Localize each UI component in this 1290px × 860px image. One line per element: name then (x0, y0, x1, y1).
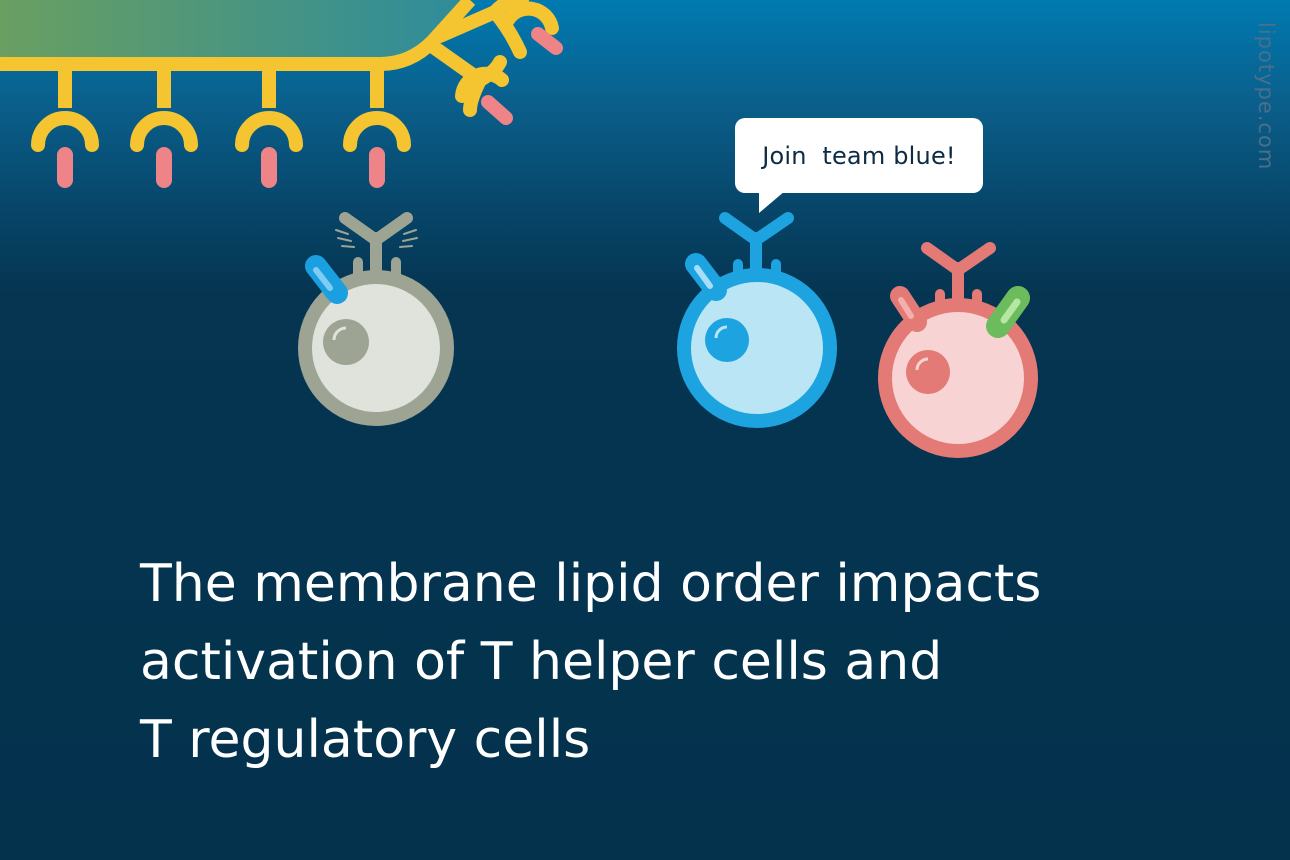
headline-line-2: activation of T helper cells and (140, 632, 943, 692)
speech-bubble-text: Join team blue! (762, 141, 956, 170)
antigen-presenting-cell-body (0, 0, 470, 64)
t-cell-red-nucleus (906, 350, 950, 394)
branch-antigen-lower (481, 95, 513, 125)
motion-lines (335, 229, 418, 248)
t-cell-red (878, 242, 1038, 458)
headline-line-1: The membrane lipid order impacts (140, 554, 1042, 614)
t-cell-blue-receptor (719, 212, 794, 246)
t-cell-gray-nucleus (323, 319, 369, 365)
t-cell-gray-receptor (339, 212, 413, 246)
t-cell-blue-nucleus (705, 318, 749, 362)
mhc-receptor-3 (235, 64, 303, 188)
t-cell-red-body (878, 298, 1038, 458)
t-cell-blue-body (677, 268, 837, 428)
t-cell-blue (677, 212, 837, 428)
speech-bubble: Join team blue! (735, 118, 983, 213)
branch-receptor-upper (501, 1, 559, 35)
antigen-presenting-cell (0, 0, 563, 188)
t-cell-gray-body (298, 270, 454, 426)
branch-antigen-upper (531, 27, 563, 55)
watermark-url: lipotype.com (1254, 22, 1278, 171)
headline: The membrane lipid order impacts activat… (140, 545, 1200, 779)
t-cell-red-receptor (921, 242, 996, 276)
mhc-receptor-1 (31, 64, 99, 188)
headline-line-3: T regulatory cells (140, 710, 591, 770)
branch-receptor-lower (455, 66, 509, 103)
t-cell-gray (298, 212, 454, 426)
mhc-receptor-4 (343, 64, 411, 188)
mhc-receptor-2 (130, 64, 198, 188)
